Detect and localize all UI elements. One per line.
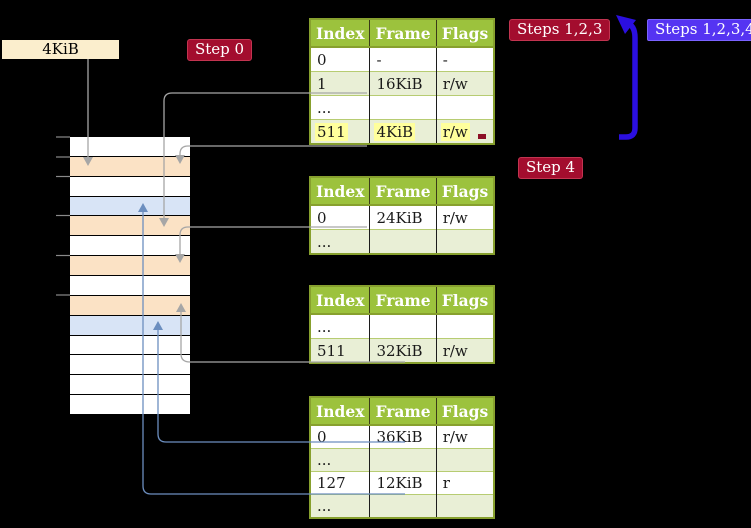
column-header-index: Index — [310, 177, 371, 206]
table-row: ... — [310, 95, 495, 120]
column-header-flags: Flags — [436, 286, 495, 315]
table-cell: 12KiB — [369, 471, 437, 495]
column-header-frame: Frame — [369, 177, 437, 206]
address-tick-marks — [56, 136, 70, 296]
table-cell — [369, 314, 437, 339]
column-header-index: Index — [310, 397, 371, 426]
table-cell — [369, 448, 437, 472]
table-row: 0-- — [310, 47, 494, 72]
table-cell: ... — [310, 95, 371, 120]
table-cell: r — [436, 471, 495, 495]
table-cell: 0 — [310, 47, 371, 72]
table-header-row: Index Frame Flags — [310, 397, 495, 426]
memory-frame-row-empty — [70, 137, 190, 156]
table-cell — [436, 494, 495, 518]
memory-frame-row-table — [70, 155, 190, 176]
memory-frame-row-table — [70, 215, 190, 236]
column-header-flags: Flags — [436, 19, 495, 48]
table-cell — [369, 229, 437, 254]
table-cell: 24KiB — [369, 205, 437, 230]
table-cell: 511 — [310, 338, 371, 363]
table-cell — [436, 314, 494, 339]
table-cell: ... — [310, 494, 371, 518]
table-row: ... — [310, 448, 495, 472]
table-cell: - — [369, 47, 437, 72]
steps-1-2-3-badge: Steps 1,2,3 — [509, 19, 611, 41]
table-cell: 0 — [310, 205, 371, 230]
table-header-row: Index Frame Flags — [310, 286, 495, 315]
table-cell: 36KiB — [369, 425, 437, 449]
table-cell: - — [442, 50, 448, 69]
table-cell: ... — [310, 314, 371, 339]
memory-frame-row-table — [70, 255, 190, 276]
table-cell: 1 — [310, 71, 371, 96]
column-header-frame: Frame — [369, 397, 437, 426]
table-cell: 0 — [310, 425, 371, 449]
recursive-loop-arrow — [616, 15, 638, 140]
table-cell: r/w — [436, 338, 495, 363]
table-cell: ... — [310, 229, 371, 254]
arrow-table1-511-to-frame-4kib — [175, 145, 367, 164]
table-row: ... — [310, 494, 495, 518]
table-cell: 16KiB — [369, 71, 437, 96]
memory-frame-row-empty — [70, 175, 190, 196]
table-cell — [369, 494, 437, 518]
table-cell: ... — [310, 448, 371, 472]
memory-frame-row-empty — [70, 394, 190, 415]
column-header-flags: Flags — [436, 177, 495, 206]
table-cell — [436, 448, 495, 472]
table-cell: r/w — [442, 208, 468, 227]
table-cell: 4KiB — [369, 119, 437, 144]
table-cell: r/w — [436, 71, 495, 96]
table-cell: r/w — [442, 428, 468, 446]
memory-frame-row-empty — [70, 275, 190, 295]
column-header-frame: Frame — [369, 286, 437, 315]
steps-1-2-3-4-badge: Steps 1,2,3,4 — [647, 19, 751, 41]
table-row: ... — [310, 314, 494, 339]
column-header-index: Index — [310, 286, 371, 315]
memory-frame-row-empty — [70, 354, 190, 375]
memory-frame-row-empty — [70, 235, 190, 256]
memory-frame-row-table — [70, 294, 190, 315]
table-cell: 127 — [310, 471, 371, 495]
table-row: ... — [310, 229, 495, 254]
memory-frame-row-empty — [70, 374, 190, 395]
step-0-badge: Step 0 — [187, 39, 253, 61]
table-cell: 511 — [310, 119, 371, 144]
memory-frame-row-page — [70, 314, 190, 335]
step-4-badge: Step 4 — [518, 157, 584, 179]
table-header-row: Index Frame Flags — [310, 19, 495, 48]
table-cell — [369, 95, 437, 120]
memory-frame-row-empty — [70, 334, 190, 355]
column-header-flags: Flags — [436, 397, 495, 426]
memory-frame-row-page — [70, 195, 190, 216]
table-cell — [436, 95, 495, 120]
column-header-frame: Frame — [369, 19, 437, 48]
physical-memory-column — [70, 137, 190, 415]
table-header-row: Index Frame Flags — [310, 177, 495, 206]
frame-size-label: 4KiB — [2, 40, 119, 59]
column-header-index: Index — [310, 19, 371, 48]
table-cell: r/w — [436, 119, 495, 144]
table-cell: 32KiB — [369, 338, 437, 363]
table-cell — [436, 229, 495, 254]
